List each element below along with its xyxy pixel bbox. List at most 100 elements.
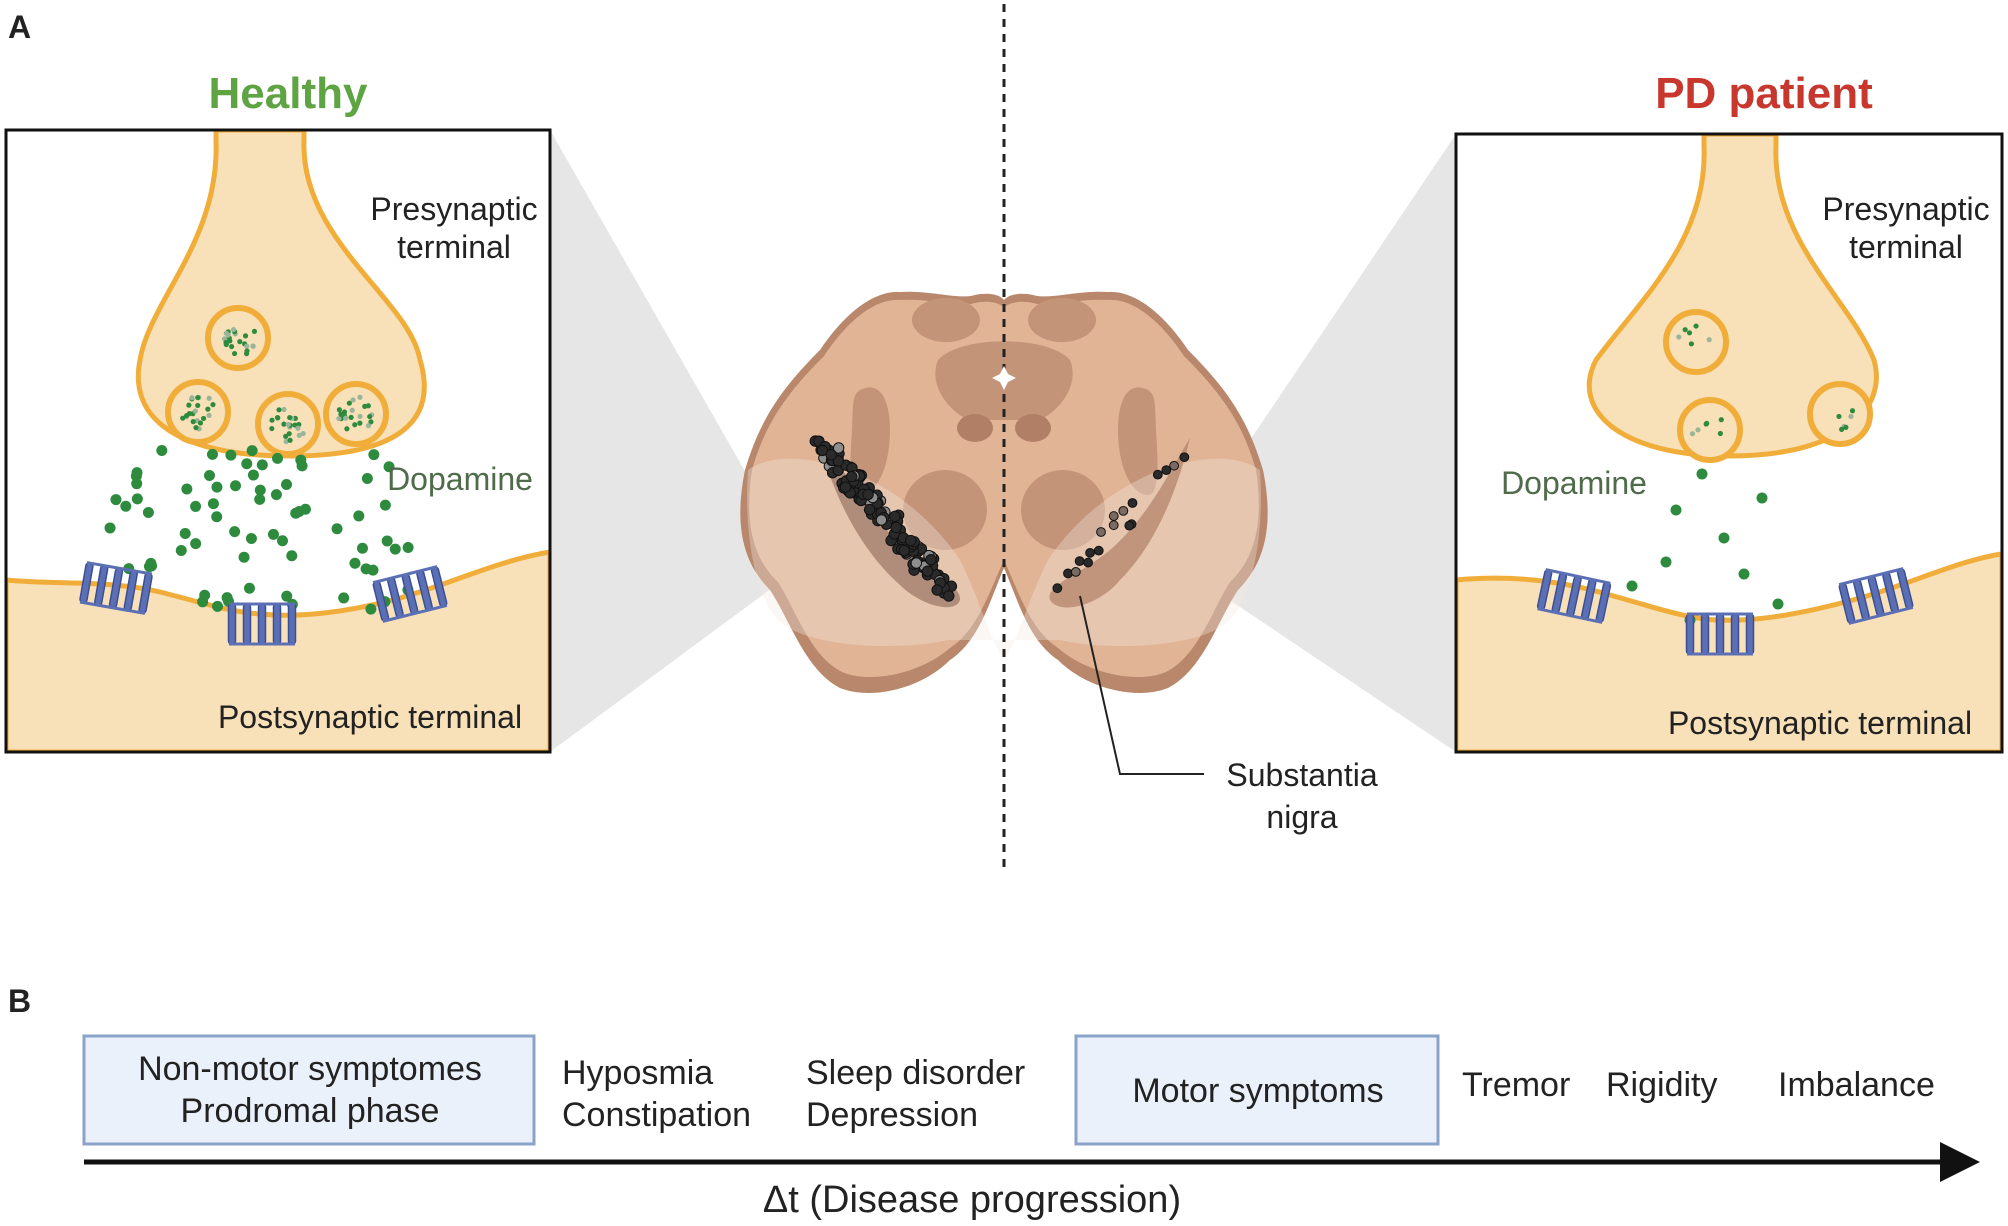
dopamine-molecule: [254, 484, 266, 496]
healthy-presynaptic-line1: Presynaptic: [370, 191, 537, 227]
dopaminergic-neuron: [825, 449, 837, 461]
synaptic-vesicle: [205, 305, 271, 371]
vesicle-dopamine: [1717, 430, 1723, 437]
vesicle-dopamine: [197, 420, 204, 426]
progression-arrowhead: [1940, 1142, 1980, 1182]
dopamine-molecule: [207, 498, 219, 510]
vesicle-dopamine: [1706, 337, 1712, 343]
vesicle-dopamine: [352, 422, 358, 428]
dopamine-molecule: [211, 511, 223, 523]
dopamine-molecule: [1696, 468, 1708, 480]
vesicle-dopamine: [336, 415, 342, 422]
dopamine-molecule: [1670, 504, 1682, 516]
substantia-nigra-neurons-pd: [1052, 452, 1190, 594]
vesicle-dopamine: [251, 328, 258, 334]
dopamine-molecule: [145, 557, 157, 569]
dopamine-receptor: [1536, 568, 1612, 624]
dopamine-molecule: [270, 489, 282, 501]
dopaminergic-neuron: [1179, 452, 1190, 463]
dopaminergic-neuron: [921, 565, 934, 577]
dopamine-molecule: [349, 557, 361, 569]
vesicle-dopamine: [1695, 427, 1701, 433]
non-motor-line2: Prodromal phase: [181, 1092, 440, 1130]
dopaminergic-neuron: [832, 455, 845, 467]
vesicle-dopamine: [349, 407, 355, 413]
dopamine-molecule: [104, 522, 116, 534]
dopaminergic-neuron: [832, 442, 845, 454]
vesicle-dopamine: [274, 414, 281, 421]
vesicle-dopamine: [1688, 341, 1694, 347]
dopaminergic-neuron: [910, 557, 923, 569]
vesicle-dopamine: [296, 432, 302, 438]
dopamine-molecule: [379, 499, 391, 511]
dopamine-molecule: [246, 445, 258, 457]
vesicle-dopamine: [1676, 334, 1682, 340]
vesicle-dopamine: [231, 350, 238, 357]
vesicle-dopamine: [283, 433, 289, 439]
dopamine-molecule: [1738, 568, 1750, 580]
dopaminergic-neuron: [1127, 498, 1138, 508]
dopamine-molecule: [276, 535, 288, 547]
dopaminergic-neuron: [1169, 460, 1180, 471]
vesicle-dopamine: [1704, 420, 1710, 426]
dopamine-molecule: [361, 473, 373, 485]
dopamine-molecule: [190, 538, 202, 550]
dopamine-molecule: [225, 449, 237, 461]
vesicle-dopamine: [343, 415, 349, 421]
dopamine-molecule: [272, 452, 284, 464]
vesicle-dopamine: [286, 431, 292, 437]
vesicle-dopamine: [338, 411, 344, 417]
vesicle-dopamine: [348, 414, 354, 420]
vesicle-dopamine: [210, 401, 216, 408]
dopamine-molecule: [206, 448, 218, 460]
vesicle-dopamine: [184, 413, 190, 419]
pd-receptors: [1536, 567, 1914, 656]
vesicle-dopamine: [357, 413, 363, 419]
vesicle-dopamine: [200, 415, 207, 422]
healthy-title: Healthy: [209, 69, 368, 118]
sleep-disorder-label: Sleep disorder: [806, 1054, 1025, 1092]
dopaminergic-neuron: [1108, 520, 1119, 531]
dopamine-molecule: [331, 523, 343, 535]
vesicle-dopamine: [206, 395, 212, 401]
dopaminergic-neuron: [1152, 469, 1163, 480]
dopamine-molecule: [353, 510, 365, 522]
dopamine-molecule: [190, 500, 202, 512]
vesicle-dopamine: [1839, 426, 1845, 432]
vesicle-dopamine: [295, 425, 301, 431]
dopamine-receptor: [1685, 612, 1755, 656]
dopamine-molecule: [1718, 532, 1730, 544]
vesicle-dopamine: [223, 341, 229, 348]
dopaminergic-neuron: [1085, 547, 1095, 558]
vesicle-dopamine: [195, 394, 201, 401]
pd-dopamine-label: Dopamine: [1501, 465, 1647, 501]
healthy-dopamine-label: Dopamine: [387, 461, 533, 497]
healthy-dopamine: [104, 444, 414, 615]
hyposmia-label: Hyposmia: [562, 1054, 713, 1092]
synaptic-vesicle: [165, 379, 231, 445]
dopaminergic-neuron: [1070, 566, 1081, 577]
healthy-postsynaptic-label: Postsynaptic terminal: [218, 699, 522, 735]
synaptic-vesicle: [1807, 381, 1873, 447]
dopamine-molecule: [212, 600, 224, 612]
vesicle-dopamine: [244, 343, 250, 349]
vesicle-dopamine: [190, 419, 196, 425]
constipation-label: Constipation: [562, 1096, 751, 1134]
panel-a-letter: A: [8, 9, 31, 45]
vesicle-dopamine: [205, 406, 211, 412]
dopamine-molecule: [131, 467, 143, 479]
dopamine-molecule: [131, 478, 143, 490]
vesicle-dopamine: [242, 333, 249, 339]
dopamine-molecule: [175, 544, 187, 556]
synaptic-vesicle: [1677, 397, 1743, 463]
vesicle-dopamine: [1682, 327, 1688, 333]
vesicle-dopamine: [229, 343, 235, 350]
dopamine-molecule: [245, 533, 257, 545]
dopamine-molecule: [381, 535, 393, 547]
vesicle-dopamine: [357, 394, 363, 400]
dopamine-molecule: [402, 541, 414, 553]
dopamine-molecule: [142, 506, 154, 518]
healthy-zoom-cone: [550, 130, 810, 752]
pd-postsynaptic-label: Postsynaptic terminal: [1668, 705, 1972, 741]
